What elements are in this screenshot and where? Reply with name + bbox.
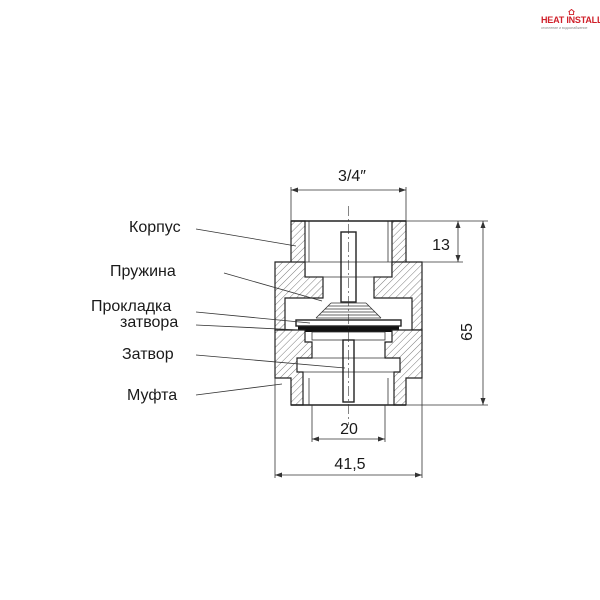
- coupling-left-wall: [274, 329, 313, 406]
- label-gasket-line1: Прокладка: [91, 298, 171, 315]
- dimension-lines: [274, 187, 488, 478]
- label-gasket-line2: затвора: [120, 314, 178, 331]
- label-coupling: Муфта: [127, 387, 177, 404]
- label-valve: Затвор: [122, 346, 174, 363]
- dim-thread-size: 3/4″: [338, 168, 366, 185]
- leader-lines: [195, 228, 346, 396]
- coupling-right-wall: [384, 329, 423, 406]
- label-body: Корпус: [129, 219, 181, 236]
- dim-overall-width: 41,5: [334, 456, 365, 473]
- logo-tagline: отопление и водоснабжение: [541, 26, 588, 30]
- valve-section: [274, 206, 423, 425]
- house-icon: [568, 9, 575, 15]
- dim-overall-height: 65: [459, 323, 476, 341]
- label-spring: Пружина: [110, 263, 176, 280]
- heat-install-logo: HEAT INSTALL отопление и водоснабжение: [541, 9, 600, 35]
- dim-thread-depth: 13: [432, 237, 450, 254]
- dim-inner-diameter: 20: [340, 421, 358, 438]
- logo-brand: HEAT INSTALL: [541, 15, 600, 25]
